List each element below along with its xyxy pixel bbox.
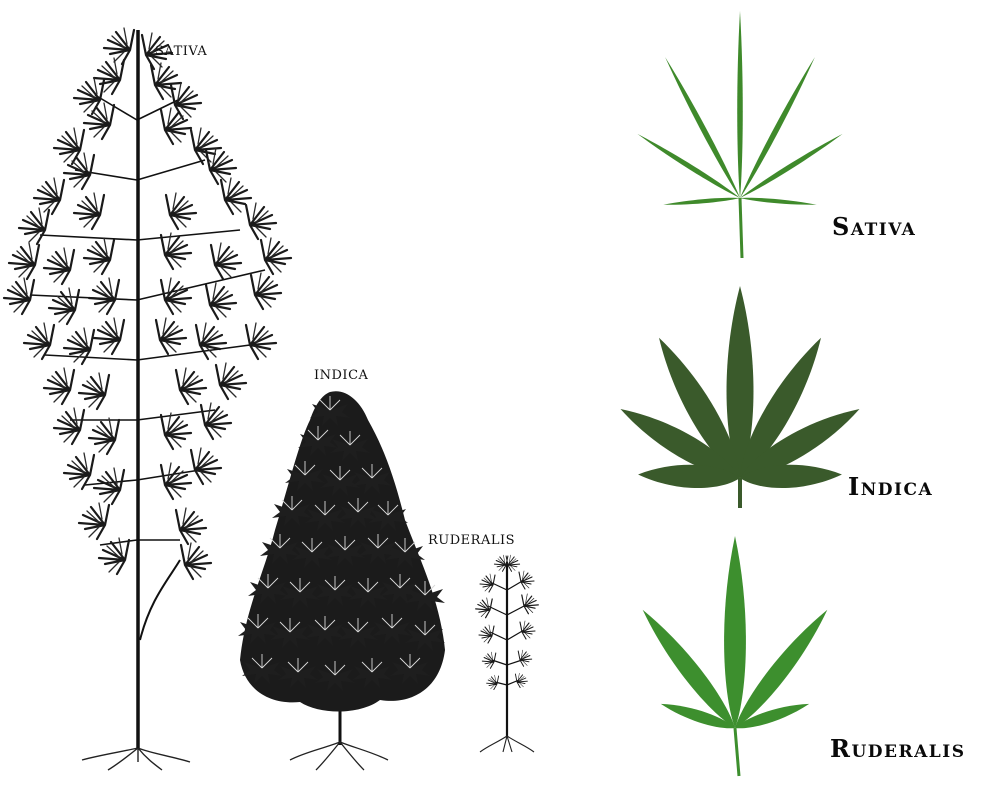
ruderalis-leaf-icon xyxy=(636,536,835,776)
sativa-leaf-icon xyxy=(636,11,844,258)
indica-leaf-icon xyxy=(614,286,865,508)
sativa-leaf-label: Sativa xyxy=(832,212,916,241)
ruderalis-leaf-label: Ruderalis xyxy=(830,734,965,763)
sativa-plant-label: SATIVA xyxy=(155,44,207,59)
ruderalis-plant-icon xyxy=(476,555,539,752)
indica-leaf-label: Indica xyxy=(848,472,933,501)
ruderalis-plant-label: RUDERALIS xyxy=(428,533,515,548)
indica-plant-label: INDICA xyxy=(314,368,368,383)
indica-plant-icon xyxy=(238,391,445,770)
